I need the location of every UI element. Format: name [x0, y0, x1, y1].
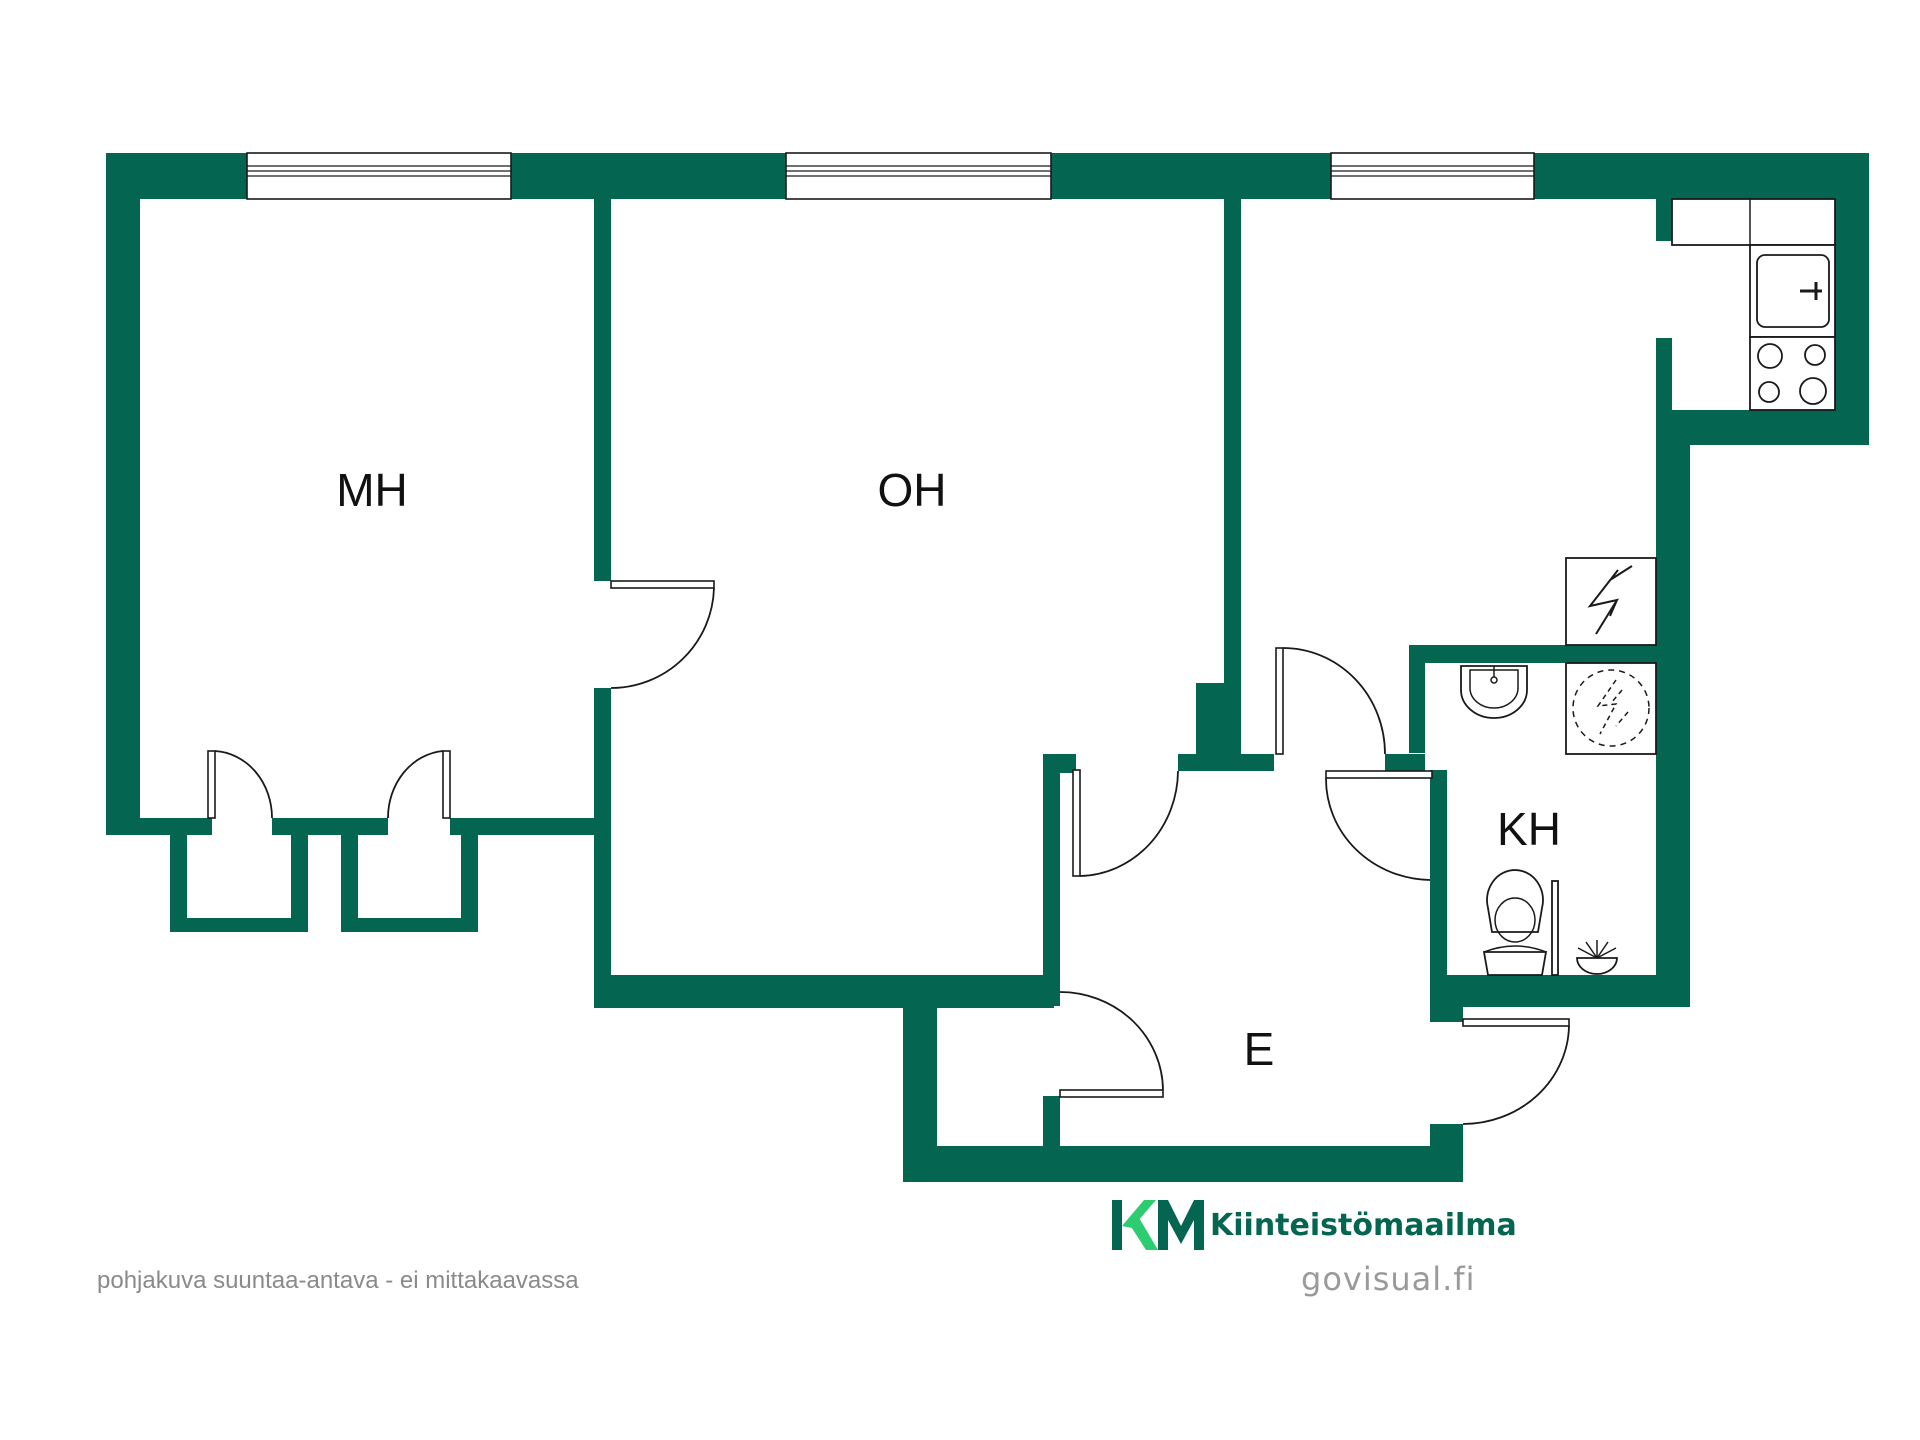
- wall-mh-bottom-right: [450, 818, 611, 835]
- door-mh-oh: [610, 580, 715, 689]
- bathroom-fixtures: [1460, 662, 1657, 976]
- electric-panel-icon: [1565, 557, 1657, 646]
- wall-bath-bottom: [1430, 975, 1690, 1007]
- wall-right-bath: [1656, 410, 1690, 1007]
- window-mh: [246, 152, 512, 200]
- kitchen-counter-top: [1671, 198, 1836, 246]
- floor-drain-icon: [1576, 940, 1618, 975]
- kitchen-fixtures: [1671, 198, 1836, 411]
- room-label-kh: KH: [1497, 803, 1561, 855]
- wall-closet2-right: [461, 818, 478, 932]
- wall-hall-left-lower: [1043, 1096, 1060, 1146]
- wall-oh-right: [1224, 199, 1241, 754]
- wall-mh-oh-lower: [594, 688, 611, 1008]
- door-bathroom: [1325, 770, 1433, 881]
- wall-bath-left: [1430, 770, 1447, 1022]
- wall-oh-pillar: [1196, 683, 1241, 754]
- wall-entry-right-low: [1430, 1124, 1463, 1182]
- stove-icon: [1749, 336, 1836, 411]
- doors: [207, 580, 1570, 1125]
- door-closet1: [207, 750, 273, 819]
- wall-mh-bottom-mid: [272, 818, 388, 835]
- brand-name: Kiinteistömaailma: [1210, 1208, 1517, 1243]
- door-entrance: [1462, 1018, 1570, 1125]
- wall-bath-left-top: [1409, 645, 1425, 753]
- door-oh-hall: [1072, 769, 1179, 877]
- km-logo-icon: [1112, 1200, 1204, 1250]
- room-label-mh: MH: [336, 464, 408, 516]
- wall-hall-left-upper: [1043, 754, 1060, 994]
- brand-site: govisual.fi: [1301, 1260, 1476, 1298]
- bath-partition: [1551, 880, 1559, 976]
- windows: [246, 152, 1535, 200]
- toilet-icon: [1482, 869, 1548, 976]
- wall-closet1-left: [170, 818, 187, 932]
- wall-closet2-left: [341, 818, 358, 932]
- wall-mh-oh-upper: [594, 199, 611, 581]
- wall-entry-bottom: [903, 1146, 1463, 1182]
- wall-hall-top-mid: [1178, 754, 1274, 771]
- room-label-e: E: [1244, 1023, 1275, 1075]
- door-vestibule: [1059, 991, 1164, 1098]
- washing-machine-icon: [1565, 662, 1657, 755]
- door-closet2: [387, 750, 451, 819]
- wall-left: [106, 153, 140, 835]
- wall-closet2-bottom: [341, 918, 478, 932]
- wall-kitchen-partition-top: [1656, 199, 1672, 241]
- door-kitchen-hall: [1275, 647, 1386, 755]
- room-label-oh: OH: [878, 464, 947, 516]
- wall-entry-top: [903, 990, 1060, 1006]
- window-oh: [785, 152, 1052, 200]
- wall-bath-top: [1409, 645, 1690, 663]
- wall-bath-stub-right: [1430, 1006, 1463, 1022]
- wall-closet1-bottom: [170, 918, 308, 932]
- wall-closet1-right: [291, 818, 308, 932]
- wall-kitchen-bottom: [1668, 410, 1869, 445]
- wall-bath-left-stub: [1385, 754, 1425, 771]
- window-kitchen: [1330, 152, 1535, 200]
- sink-icon: [1749, 244, 1836, 338]
- wash-basin-icon: [1460, 665, 1528, 719]
- wall-mh-bottom-left: [106, 818, 212, 835]
- wall-right-kitchen: [1835, 153, 1869, 445]
- disclaimer-text: pohjakuva suuntaa-antava - ei mittakaava…: [97, 1267, 579, 1294]
